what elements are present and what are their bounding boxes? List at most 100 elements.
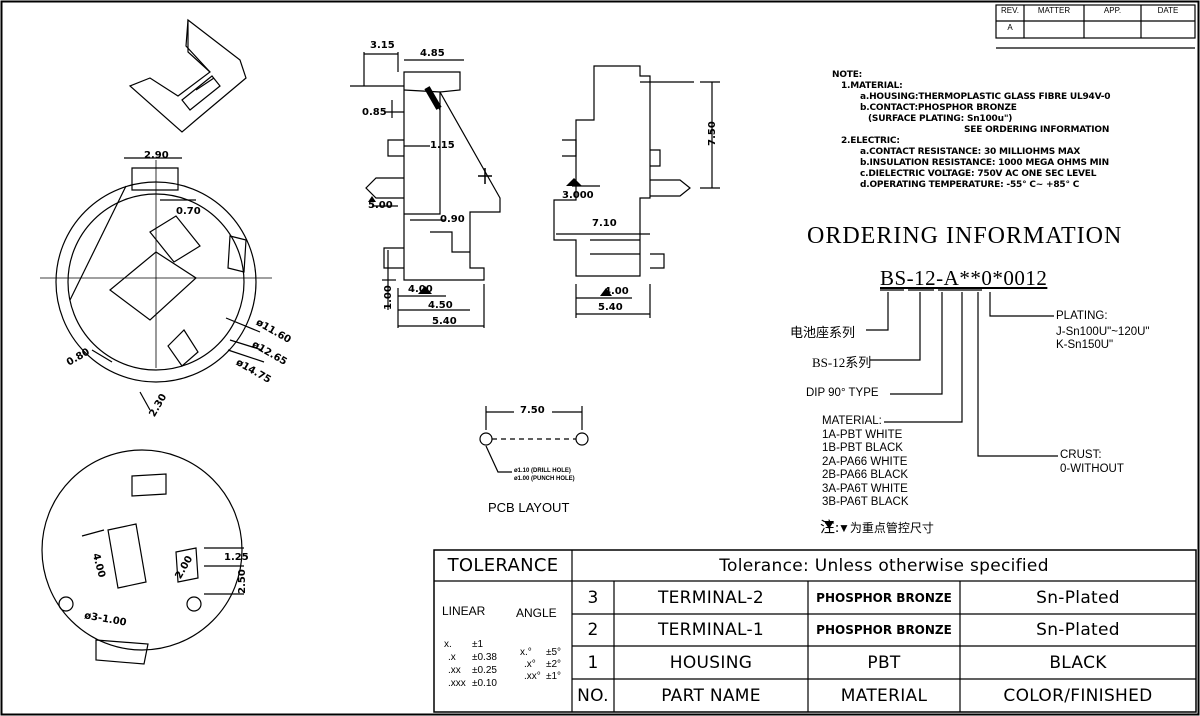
plating-head: PLATING: [1056,310,1108,322]
note-material-plating: (SURFACE PLATING: Sn100u") [868,114,1013,124]
dim-4-00-a: 4.00 [408,284,433,295]
footnote-mark: 注: [820,520,840,536]
angle-label: ANGLE [516,606,557,620]
material-1a: 1A-PBT WHITE [822,428,903,441]
tolerance-subtitle: Tolerance: Unless otherwise specified [719,555,1049,576]
bom-header-finish: COLOR/FINISHED [1003,685,1153,706]
lin-key-0: x. [444,639,452,650]
tolerance-title: TOLERANCE [447,555,559,576]
note-electric-d: d.OPERATING TEMPERATURE: -55° C~ +85° C [860,180,1080,190]
plating-options: PLATING: J-Sn100U"~120U" K-Sn150U" [1056,310,1150,353]
dim-5-40-b: 5.40 [598,302,623,313]
footnote-text: ▼为重点管控尺寸 [838,521,934,535]
ang-key-2: .xx° [524,671,541,682]
dim-0-85: 0.85 [362,107,387,118]
bom-finish-1: BLACK [1049,652,1107,673]
angle-rows: x.° ±5° .x° ±2° .xx° ±1° [520,647,561,683]
bom-material-2: PHOSPHOR BRONZE [816,623,952,637]
crust-head: CRUST: [1060,449,1102,461]
dim-3-000: 3.000 [562,190,594,201]
plating-k: K-Sn150U" [1056,339,1114,351]
matter-header: MATTER [1037,6,1071,15]
pcb-punch: ø1.00 (PUNCH HOLE) [514,476,575,482]
linear-label: LINEAR [442,604,486,618]
rev-header: REV. [1001,6,1019,15]
note-title: NOTE: [832,70,863,80]
bom-no-3: 3 [587,587,599,608]
note-electric-b: b.INSULATION RESISTANCE: 1000 MEGA OHMS … [860,158,1109,168]
lin-key-2: .xx [448,665,461,676]
material-options: MATERIAL: 1A-PBT WHITE 1B-PBT BLACK 2A-P… [822,415,909,510]
pcb-pitch-dim: 7.50 [520,405,545,416]
dim-7-50: 7.50 [706,121,718,146]
dim-5-00: 5.00 [368,200,393,211]
ang-val-0: ±5° [546,647,562,658]
crust-value: 0-WITHOUT [1060,462,1124,475]
rev-value: A [1007,23,1013,32]
note-material-b: b.CONTACT:PHOSPHOR BRONZE [860,103,1017,113]
note-electric-a: a.CONTACT RESISTANCE: 30 MILLIOHMS MAX [860,147,1081,157]
material-head: MATERIAL: [822,415,882,427]
dim-1-15: 1.15 [430,140,455,151]
lin-val-3: ±0.10 [472,678,497,689]
pcb-hole-callout: ø1.10 (DRILL HOLE) ø1.00 (PUNCH HOLE) [514,467,575,483]
dim-3-15: 3.15 [370,40,395,51]
dim-2-50: 2.50 [236,569,248,594]
material-1b: 1B-PBT BLACK [822,442,903,454]
ordering-code: BS-12-A**0*0012 [880,266,1048,290]
note-material-see: SEE ORDERING INFORMATION [964,125,1110,135]
note-electric-c: c.DIELECTRIC VOLTAGE: 750V AC ONE SEC LE… [860,169,1097,179]
material-3a: 3A-PA6T WHITE [822,482,908,495]
dim-2-90: 2.90 [144,150,169,161]
pcb-drill: ø1.10 (DRILL HOLE) [514,468,571,474]
app-header: APP. [1103,6,1122,15]
material-2a: 2A-PA66 WHITE [822,455,908,468]
series-label: BS-12系列 [812,355,872,370]
bom-header-no: NO. [577,685,609,706]
bom-name-2: TERMINAL-1 [657,620,765,640]
date-header: DATE [1157,6,1179,15]
dim-4-50: 4.50 [428,300,453,311]
dim-1-25: 1.25 [224,552,249,563]
lin-key-1: .x [448,652,456,663]
material-3b: 3B-PA6T BLACK [822,496,909,508]
notes-block: NOTE: 1.MATERIAL: a.HOUSING:THERMOPLASTI… [832,70,1111,191]
note-material-a: a.HOUSING:THERMOPLASTIC GLASS FIBRE UL94… [860,92,1111,102]
crust-options: CRUST: 0-WITHOUT [1060,449,1124,476]
dim-5-40-a: 5.40 [432,316,457,327]
ang-key-1: .x° [524,659,536,670]
lin-key-3: .xxx [448,678,466,689]
plating-j: J-Sn100U"~120U" [1056,325,1150,338]
dim-1-00: 1.00 [382,285,394,310]
lin-val-0: ±1 [472,639,484,650]
bom-header-name: PART NAME [661,685,761,706]
linear-rows: x. ±1 .x ±0.38 .xx ±0.25 .xxx ±0.10 [444,638,497,690]
note-electric-head: 2.ELECTRIC: [841,136,900,146]
lin-val-1: ±0.38 [472,652,497,663]
dim-0-90: 0.90 [440,214,465,225]
bom-name-1: HOUSING [669,652,753,673]
note-material-head: 1.MATERIAL: [841,81,903,91]
bom-finish-2: Sn-Plated [1036,620,1120,640]
ang-val-2: ±1° [546,671,562,682]
dim-7-10: 7.10 [592,218,617,229]
bom-no-1: 1 [587,652,599,673]
dim-0-70: 0.70 [176,206,201,217]
dim-4-85: 4.85 [420,48,445,59]
dim-4-00-b: 4.00 [604,286,629,297]
ang-val-1: ±2° [546,659,562,670]
ang-key-0: x.° [520,647,532,658]
bom-finish-3: Sn-Plated [1036,587,1120,608]
ordering-title: ORDERING INFORMATION [807,223,1123,249]
lin-val-2: ±0.25 [472,665,497,676]
material-2b: 2B-PA66 BLACK [822,469,909,481]
bom-material-3: PHOSPHOR BRONZE [816,590,952,605]
series-cn-label: 电池座系列 [790,325,856,340]
bom-material-1: PBT [867,652,901,673]
bom-header-material: MATERIAL [840,685,928,706]
type-label: DIP 90° TYPE [806,387,879,399]
bom-no-2: 2 [587,620,599,640]
bom-name-3: TERMINAL-2 [657,587,765,608]
